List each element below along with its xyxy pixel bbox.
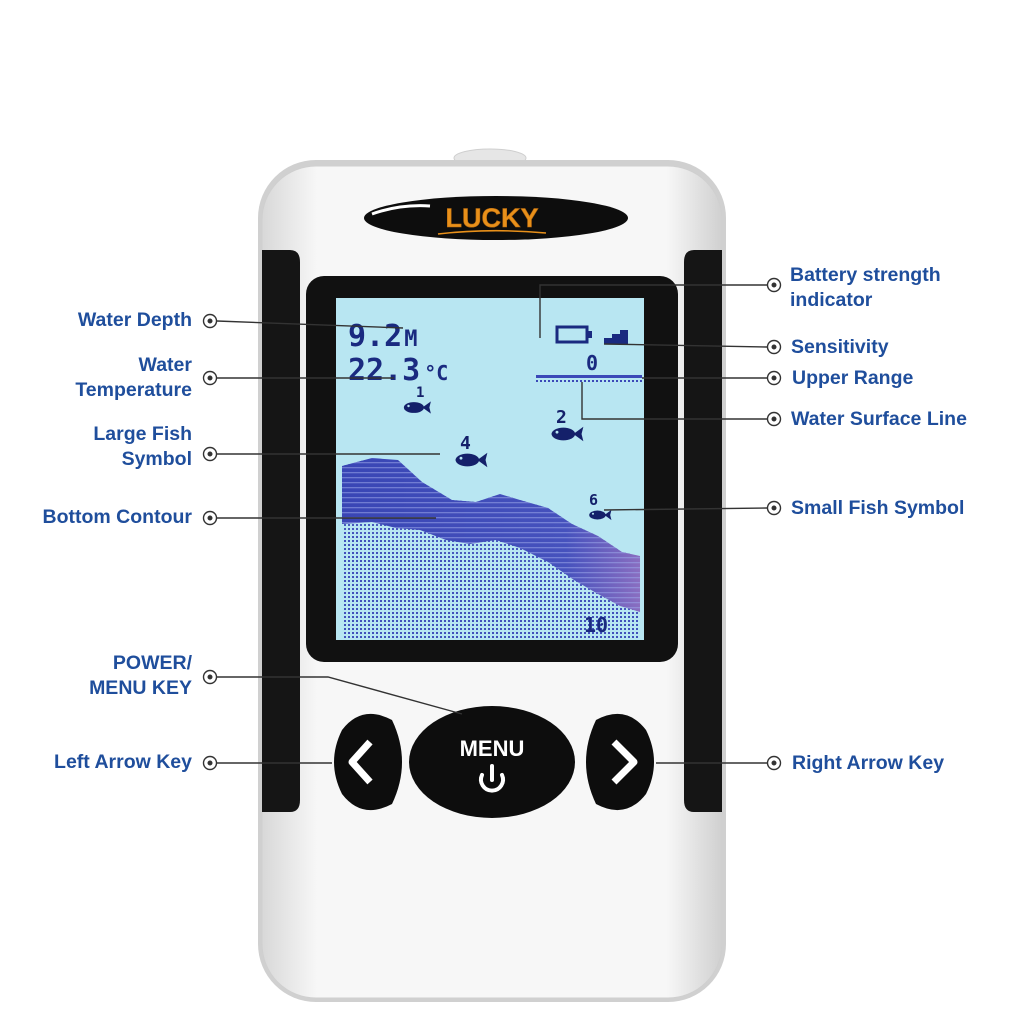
callout-sensitivity: Sensitivity: [791, 336, 889, 358]
left-arrow-key[interactable]: [334, 713, 402, 811]
fish-marker-6: 6: [589, 491, 612, 521]
callout-large-fish-symbol: Large Fish Symbol: [93, 423, 192, 470]
chevron-right-icon: [611, 739, 638, 785]
callout-water-surface-line: Water Surface Line: [791, 408, 967, 430]
svg-text:6: 6: [589, 491, 598, 509]
right-arrow-key[interactable]: [586, 713, 654, 811]
menu-key-label: MENU: [460, 736, 525, 761]
fish-marker-4: 4: [455, 433, 488, 468]
sensitivity-bars: [604, 330, 628, 344]
left-grip: [262, 250, 300, 812]
callout-water-depth: Water Depth: [77, 309, 192, 331]
bottom-contour: [342, 458, 640, 640]
menu-power-key[interactable]: MENU: [409, 706, 575, 818]
fish-marker-1: 1: [403, 385, 431, 414]
callout-power-menu-key: POWER/ MENU KEY: [89, 652, 192, 699]
power-icon: [479, 764, 505, 793]
svg-text:4: 4: [460, 433, 471, 454]
svg-text:2: 2: [556, 407, 567, 428]
water-surface-line: [536, 375, 642, 382]
leader-lines-right: [539, 277, 782, 771]
leader-lines-left: [202, 313, 463, 771]
brand-name: LUCKY: [446, 203, 539, 233]
callout-right-arrow-key: Right Arrow Key: [792, 752, 945, 774]
callout-small-fish-symbol: Small Fish Symbol: [791, 497, 965, 519]
fish-marker-2: 2: [551, 407, 584, 442]
chevron-left-icon: [348, 739, 373, 785]
callout-left-arrow-key: Left Arrow Key: [54, 751, 192, 773]
right-grip: [684, 250, 722, 812]
brand-logo: LUCKY: [364, 196, 628, 240]
temperature-reading: 22.3°C: [348, 353, 448, 388]
lower-range-value: 10: [584, 613, 608, 637]
callout-battery-strength: Battery strength indicator: [790, 264, 941, 311]
callout-upper-range: Upper Range: [792, 367, 914, 389]
svg-text:1: 1: [416, 385, 424, 401]
callout-water-temperature: Water Temperature: [75, 354, 192, 401]
battery-icon: [555, 325, 592, 344]
upper-range-value: 0: [586, 351, 598, 375]
depth-reading: 9.2M: [348, 319, 417, 354]
lcd-content: 9.2M 22.3°C 0 1 2 4: [342, 319, 642, 640]
callout-bottom-contour: Bottom Contour: [42, 506, 192, 528]
